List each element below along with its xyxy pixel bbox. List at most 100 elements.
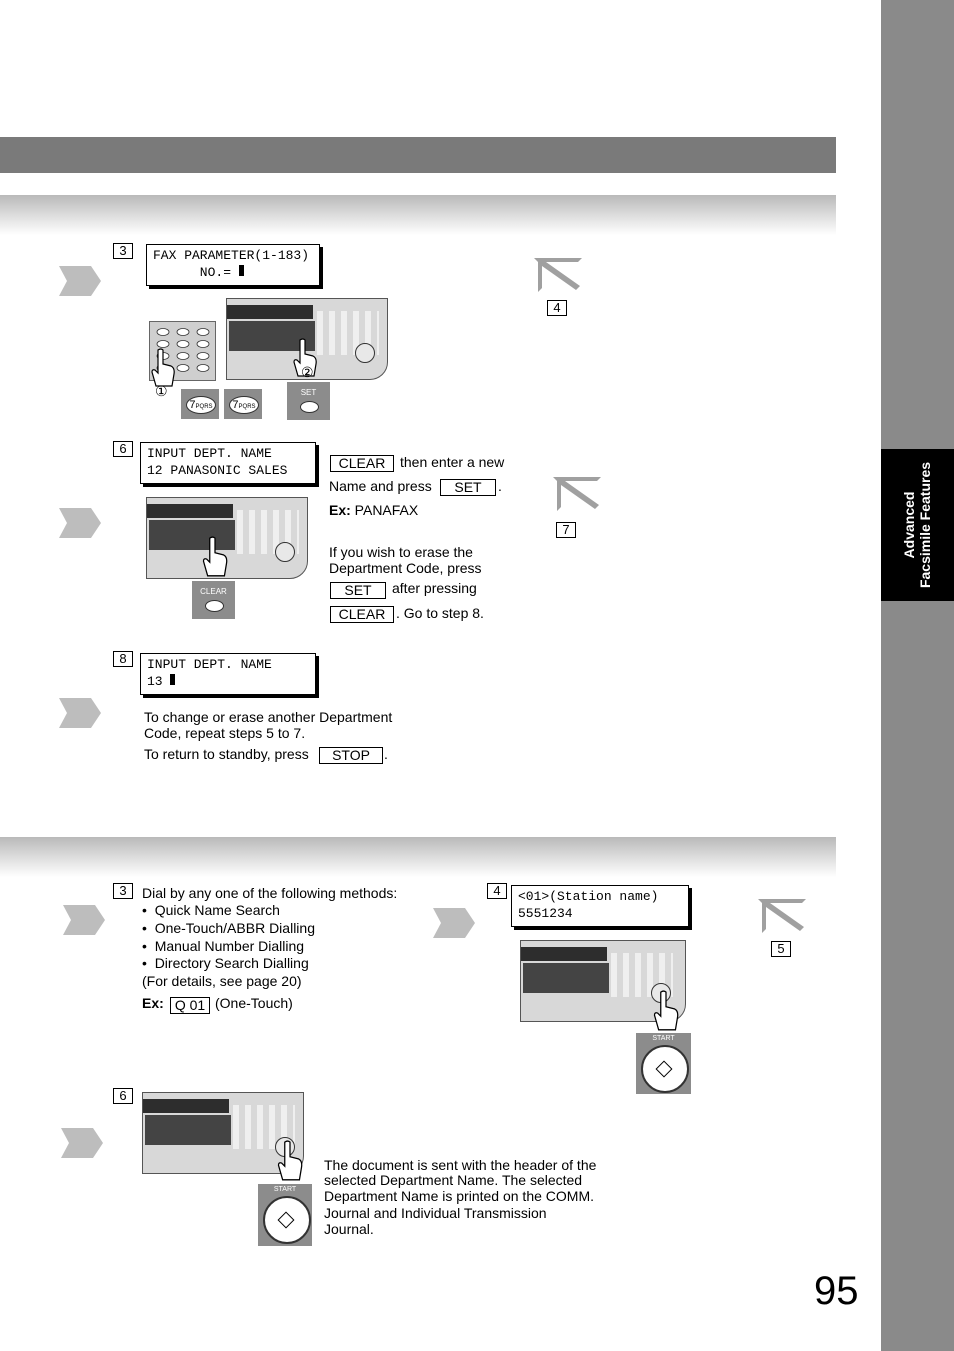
hand-pointer-icon xyxy=(277,1140,303,1181)
callout-1: ① xyxy=(155,383,168,399)
callout-2: ② xyxy=(301,364,314,380)
set-button-icon xyxy=(300,401,319,413)
method-list-item: • Manual Number Dialling xyxy=(142,938,305,954)
keypad-illustration xyxy=(149,321,216,381)
lcd-display: FAX PARAMETER(1-183) NO.= xyxy=(146,244,320,286)
lcd-line: INPUT DEPT. NAME xyxy=(147,446,272,461)
method-label: Directory Search Dialling xyxy=(154,955,309,971)
method-label: Quick Name Search xyxy=(154,902,280,918)
step-arrow-icon xyxy=(433,908,475,938)
one-touch-key: Q 01 xyxy=(170,997,210,1014)
stop-key: STOP xyxy=(319,747,383,764)
key-7-face: 7PQRS xyxy=(186,396,216,414)
panel-brand-strip xyxy=(147,504,233,518)
control-panel-illustration xyxy=(142,1092,304,1174)
cursor-icon xyxy=(238,265,244,276)
hand-pointer-icon xyxy=(653,990,679,1031)
start-button-icon xyxy=(263,1196,311,1244)
step-arrow-icon xyxy=(59,266,101,296)
lcd-display: <01>(Station name)5551234 xyxy=(511,885,689,927)
side-tab xyxy=(881,0,954,1351)
step-number: 6 xyxy=(113,441,133,457)
step-number: 4 xyxy=(547,300,567,316)
set-key: SET xyxy=(330,582,386,599)
start-button-icon xyxy=(355,343,375,363)
instruction-text: To change or erase another Department xyxy=(144,709,393,725)
panel-brand-strip xyxy=(143,1099,229,1113)
start-key-label: START xyxy=(652,1035,675,1042)
panel-brand-strip xyxy=(227,305,313,319)
hand-pointer-icon xyxy=(202,536,228,577)
next-step-arrow-icon xyxy=(758,899,806,933)
step-number: 3 xyxy=(113,243,133,259)
instruction-text: (For details, see page 20) xyxy=(142,973,302,989)
step-number: 5 xyxy=(771,941,791,957)
clear-button-icon xyxy=(205,600,224,612)
keypad-keys-icon xyxy=(156,328,210,372)
cursor-icon xyxy=(170,674,176,685)
instruction-text: Dial by any one of the following methods… xyxy=(142,885,398,901)
instruction-text: To return to standby, press xyxy=(144,746,309,762)
instruction-text: after pressing xyxy=(392,580,477,596)
instruction-text: . xyxy=(498,478,502,494)
hand-pointer-icon xyxy=(293,338,317,377)
result-text: Journal and Individual Transmission xyxy=(324,1205,547,1221)
step-number: 7 xyxy=(556,522,576,538)
method-label: One-Touch/ABBR Dialling xyxy=(154,920,315,936)
step-arrow-icon xyxy=(61,1128,103,1158)
method-list-item: • Directory Search Dialling xyxy=(142,955,309,971)
header-bar xyxy=(0,137,836,173)
clear-key: CLEAR xyxy=(330,606,394,623)
key-digit: 7 xyxy=(189,399,196,411)
set-key-illustration: SET xyxy=(287,382,330,420)
key-letters: PQRS xyxy=(195,404,213,410)
step-number: 8 xyxy=(113,651,133,667)
step-number: 3 xyxy=(113,883,133,899)
example-label: Ex: xyxy=(329,502,351,518)
start-button-icon xyxy=(641,1045,689,1093)
instruction-text: Department Code, press xyxy=(329,560,482,576)
lcd-display: INPUT DEPT. NAME 13 xyxy=(140,653,316,695)
method-label: Manual Number Dialling xyxy=(154,938,305,954)
start-key-illustration: START xyxy=(636,1033,691,1094)
panel-lcd-area xyxy=(149,520,235,550)
start-key-label: START xyxy=(273,1186,297,1193)
section2-band xyxy=(0,837,836,877)
instruction-text: . xyxy=(384,746,388,762)
panel-lcd-area xyxy=(523,963,609,993)
instruction-text: Name and press xyxy=(329,478,432,494)
panel-lcd-area xyxy=(145,1115,231,1145)
next-step-arrow-icon xyxy=(534,258,582,292)
start-key-illustration: START xyxy=(258,1184,312,1246)
step-arrow-icon xyxy=(63,905,105,935)
set-key-label: SET xyxy=(300,388,317,397)
next-step-arrow-icon xyxy=(553,477,601,511)
set-key: SET xyxy=(440,479,496,496)
clear-key-label: CLEAR xyxy=(200,587,227,596)
lcd-line: 13 xyxy=(147,674,171,689)
step-arrow-icon xyxy=(59,698,101,728)
lcd-line: 12 PANASONIC SALES xyxy=(147,463,288,478)
side-tab-line1: Advanced xyxy=(901,491,918,559)
lcd-line: FAX PARAMETER(1-183) xyxy=(153,248,310,263)
control-panel-illustration xyxy=(146,497,308,579)
example-text: Ex: PANAFAX xyxy=(329,502,418,518)
instruction-text: Code, repeat steps 5 to 7. xyxy=(144,725,306,741)
example-note: (One-Touch) xyxy=(215,995,293,1011)
instruction-text: then enter a new xyxy=(400,454,505,470)
key-7-pqrs: 7PQRS xyxy=(181,389,219,419)
instruction-text: If you wish to erase the xyxy=(329,544,473,560)
start-button-icon xyxy=(275,542,295,562)
lcd-display: INPUT DEPT. NAME 12 PANASONIC SALES xyxy=(140,442,316,484)
example-value: PANAFAX xyxy=(350,502,419,518)
page-number: 95 xyxy=(814,1269,859,1313)
step-number: 4 xyxy=(487,883,507,899)
result-text: The document is sent with the header of … xyxy=(324,1157,597,1173)
method-list-item: • Quick Name Search xyxy=(142,902,280,918)
result-text: Department Name is printed on the COMM. xyxy=(324,1188,594,1204)
lcd-line: INPUT DEPT. NAME xyxy=(147,657,272,672)
section1-band xyxy=(0,195,836,235)
side-tab-label-bg xyxy=(881,449,954,601)
hand-pointer-icon xyxy=(151,348,175,387)
